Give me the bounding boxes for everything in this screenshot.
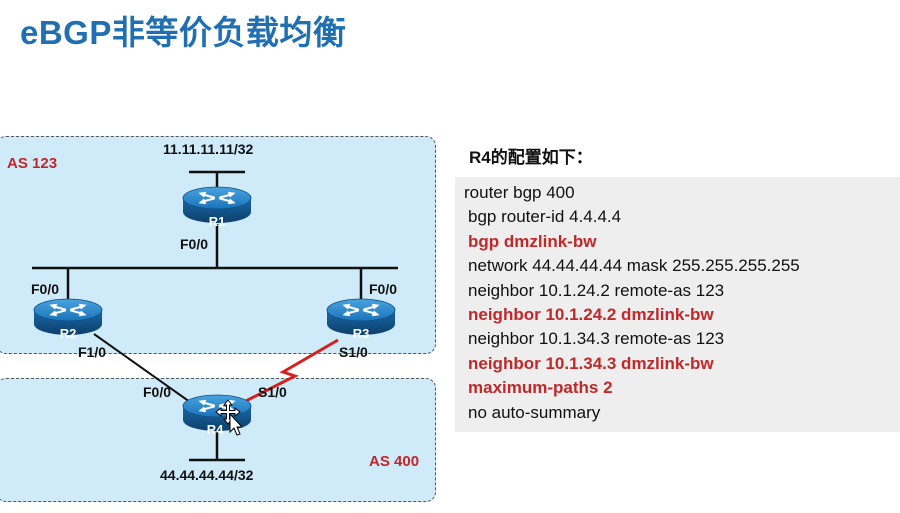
as-123-label: AS 123: [7, 155, 58, 172]
r3-f00-interface: F0/0: [369, 281, 398, 297]
config-line: neighbor 10.1.34.3 dmzlink-bw: [468, 353, 714, 373]
r3-s10-interface: S1/0: [339, 344, 368, 360]
r1-f00-interface: F0/0: [180, 236, 209, 252]
router-label: R4: [207, 422, 224, 437]
r2-r4-link: [93, 333, 191, 403]
r2-f10-interface: F1/0: [78, 344, 107, 360]
config-line: neighbor 10.1.34.3 remote-as 123: [468, 329, 725, 349]
r4-loopback-address: 44.44.44.44/32: [160, 467, 254, 483]
r2-f00-interface: F0/0: [31, 281, 60, 297]
r1-loopback-address: 11.11.11.11/32: [163, 141, 254, 157]
config-line: no auto-summary: [468, 402, 601, 422]
router-label: R2: [60, 326, 77, 341]
config-line: router bgp 400: [464, 183, 575, 202]
r4-f00-interface: F0/0: [143, 384, 172, 400]
r4-s10-interface: S1/0: [258, 384, 287, 400]
config-title: R4的配置如下：: [469, 148, 593, 167]
config-line: bgp router-id 4.4.4.4: [468, 207, 622, 227]
config-panel: router bgp 400 bgp router-id 4.4.4.4 bgp d…: [455, 177, 900, 432]
router-label: R1: [209, 214, 226, 229]
move-cursor-icon: [215, 399, 244, 436]
config-line: bgp dmzlink-bw: [468, 231, 597, 251]
config-line: maximum-paths 2: [468, 378, 613, 398]
slide-title: eBGP非等价负载均衡: [20, 14, 347, 51]
as-400-label: AS 400: [369, 453, 420, 470]
r3-r4-serial-link: [239, 338, 339, 406]
config-line: neighbor 10.1.24.2 dmzlink-bw: [468, 305, 714, 324]
router-label: R3: [353, 326, 370, 341]
config-line: neighbor 10.1.24.2 remote-as 123: [468, 280, 725, 300]
config-line: network 44.44.44.44 mask 255.255.255.255: [468, 256, 800, 276]
